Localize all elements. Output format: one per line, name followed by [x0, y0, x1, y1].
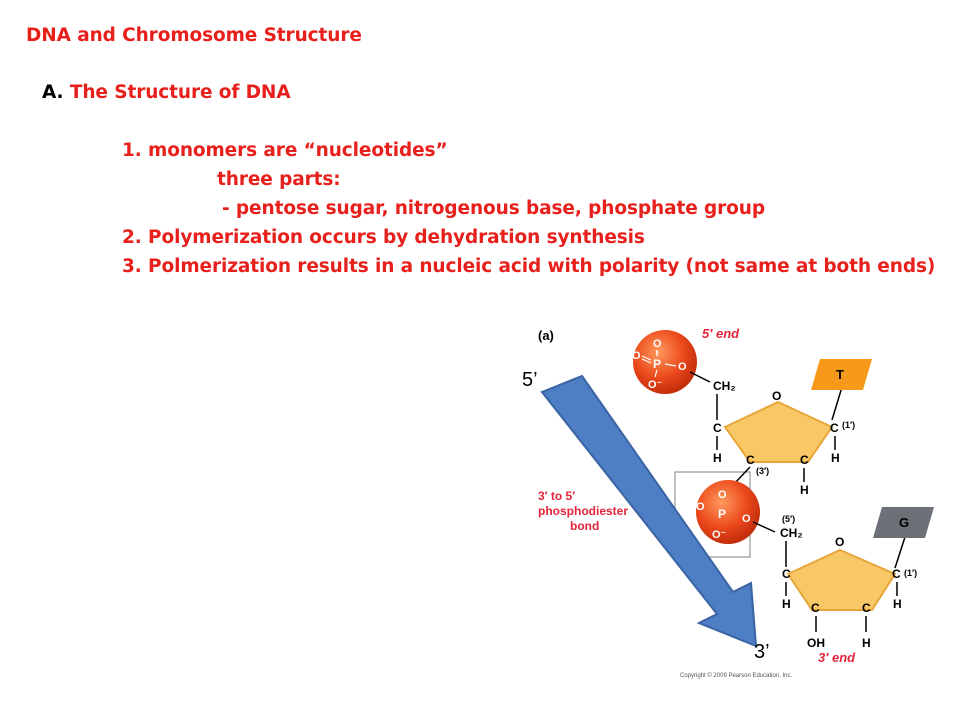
phosphate-group-middle: O O P O O⁻: [696, 466, 776, 544]
svg-text:phosphodiester: phosphodiester: [538, 504, 628, 518]
five-prime-end-label: 5′ end: [702, 326, 740, 341]
svg-text:H: H: [800, 483, 809, 497]
point-1-sub: three parts:: [217, 169, 341, 190]
svg-text:3′ to 5′: 3′ to 5′: [538, 489, 575, 503]
copyright-text: Copyright © 2009 Pearson Education, Inc.: [680, 672, 792, 679]
svg-text:OH: OH: [807, 636, 825, 650]
polarity-arrow: [540, 374, 758, 648]
bond-label: 3′ to 5′ phosphodiester bond: [538, 489, 628, 533]
svg-text:H: H: [862, 636, 871, 650]
svg-text:O: O: [835, 535, 844, 549]
three-prime-end-label: 3′ end: [818, 650, 856, 665]
svg-text:(1′): (1′): [904, 568, 917, 578]
svg-text:(1′): (1′): [842, 420, 855, 430]
svg-text:(5′): (5′): [782, 514, 795, 524]
section-letter: A.: [42, 82, 64, 103]
svg-text:P: P: [718, 507, 726, 521]
svg-text:O: O: [742, 513, 751, 525]
svg-text:C: C: [830, 421, 839, 435]
point-1: 1. monomers are “nucleotides”: [122, 140, 448, 161]
phosphate-group-top: O O P O O⁻: [632, 330, 697, 394]
svg-text:CH₂: CH₂: [780, 526, 803, 540]
base-t: T: [836, 367, 844, 382]
svg-text:O: O: [632, 350, 641, 362]
svg-text:(3′): (3′): [756, 466, 769, 476]
svg-text:C: C: [746, 453, 755, 467]
point-1-detail: - pentose sugar, nitrogenous base, phosp…: [222, 198, 765, 219]
svg-text:P: P: [653, 357, 661, 371]
arrow-label-3-prime: 3’: [754, 641, 770, 663]
base-g: G: [899, 515, 909, 530]
svg-text:bond: bond: [570, 519, 599, 533]
point-3: 3. Polmerization results in a nucleic ac…: [122, 256, 936, 277]
svg-text:C: C: [800, 453, 809, 467]
svg-text:H: H: [831, 451, 840, 465]
svg-text:O: O: [696, 501, 705, 513]
slide-title: DNA and Chromosome Structure: [26, 25, 362, 46]
nucleotide-top: CH₂ O C C (1′) H H C C (3′) H T: [689, 359, 872, 497]
svg-text:H: H: [893, 597, 902, 611]
panel-label: (a): [538, 328, 554, 343]
nucleotide-bottom: (5′) CH₂ O C C (1′) H H C C OH H G: [780, 507, 934, 650]
svg-text:H: H: [713, 451, 722, 465]
svg-text:H: H: [782, 597, 791, 611]
section-title: The Structure of DNA: [69, 82, 291, 103]
svg-text:O⁻: O⁻: [648, 379, 663, 391]
svg-text:C: C: [782, 567, 791, 581]
arrow-label-5-prime: 5’: [522, 369, 538, 391]
svg-text:O: O: [718, 489, 727, 501]
svg-text:C: C: [713, 421, 722, 435]
svg-text:CH₂: CH₂: [713, 379, 736, 393]
svg-text:C: C: [892, 567, 901, 581]
svg-text:O: O: [653, 338, 662, 350]
dna-diagram: (a) O O P O O⁻ 5′ end CH₂ O C C (1′) H H…: [538, 326, 934, 679]
section-heading: A. The Structure of DNA: [42, 82, 291, 103]
svg-text:O⁻: O⁻: [712, 529, 727, 541]
point-2: 2. Polymerization occurs by dehydration …: [122, 227, 645, 248]
svg-text:O: O: [678, 361, 687, 373]
svg-text:C: C: [811, 601, 820, 615]
svg-text:O: O: [772, 389, 781, 403]
svg-text:C: C: [862, 601, 871, 615]
